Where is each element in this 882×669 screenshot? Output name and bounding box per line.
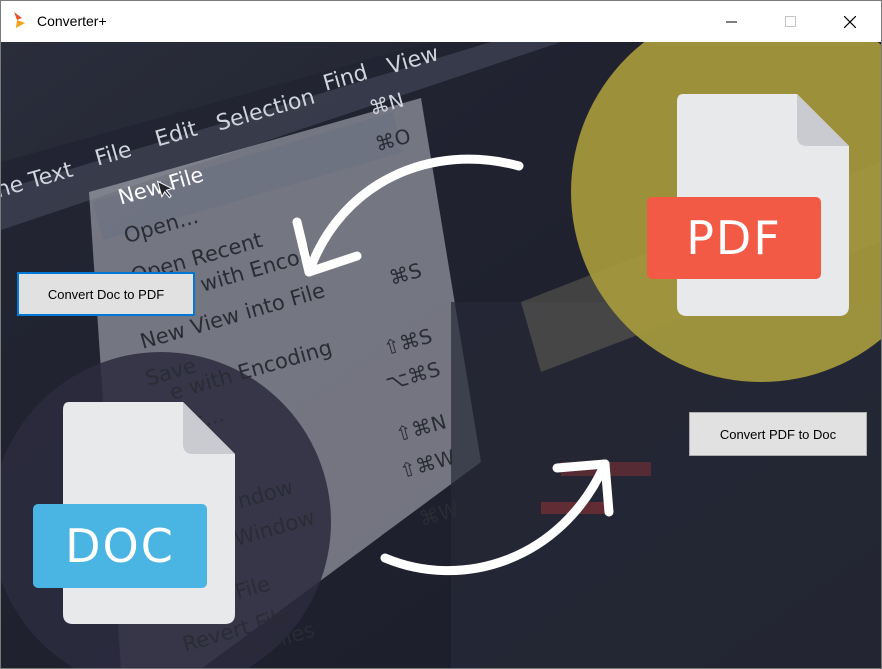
maximize-button[interactable] <box>768 1 814 42</box>
title-bar[interactable]: Converter+ <box>1 1 881 42</box>
minimize-icon <box>726 21 737 22</box>
close-button[interactable] <box>827 1 873 42</box>
close-icon <box>844 15 856 28</box>
doc-label-badge: DOC <box>33 504 207 588</box>
pdf-label-badge: PDF <box>647 197 821 279</box>
curved-arrow-left-icon <box>292 154 524 277</box>
convert-pdf-to-doc-button[interactable]: Convert PDF to Doc <box>689 412 867 456</box>
arrow-icons <box>292 154 614 576</box>
maximize-icon <box>785 15 796 27</box>
convert-doc-to-pdf-button[interactable]: Convert Doc to PDF <box>17 272 195 316</box>
curved-arrow-right-icon <box>380 459 614 576</box>
banner-illustration: ne Text File Edit Selection Find View Ne… <box>1 42 881 668</box>
cursor-icon <box>156 180 174 199</box>
doc-label: DOC <box>65 519 175 573</box>
pdf-label: PDF <box>686 211 782 265</box>
app-icon <box>14 12 25 28</box>
minimize-button[interactable] <box>709 1 755 42</box>
window-title: Converter+ <box>37 13 107 29</box>
